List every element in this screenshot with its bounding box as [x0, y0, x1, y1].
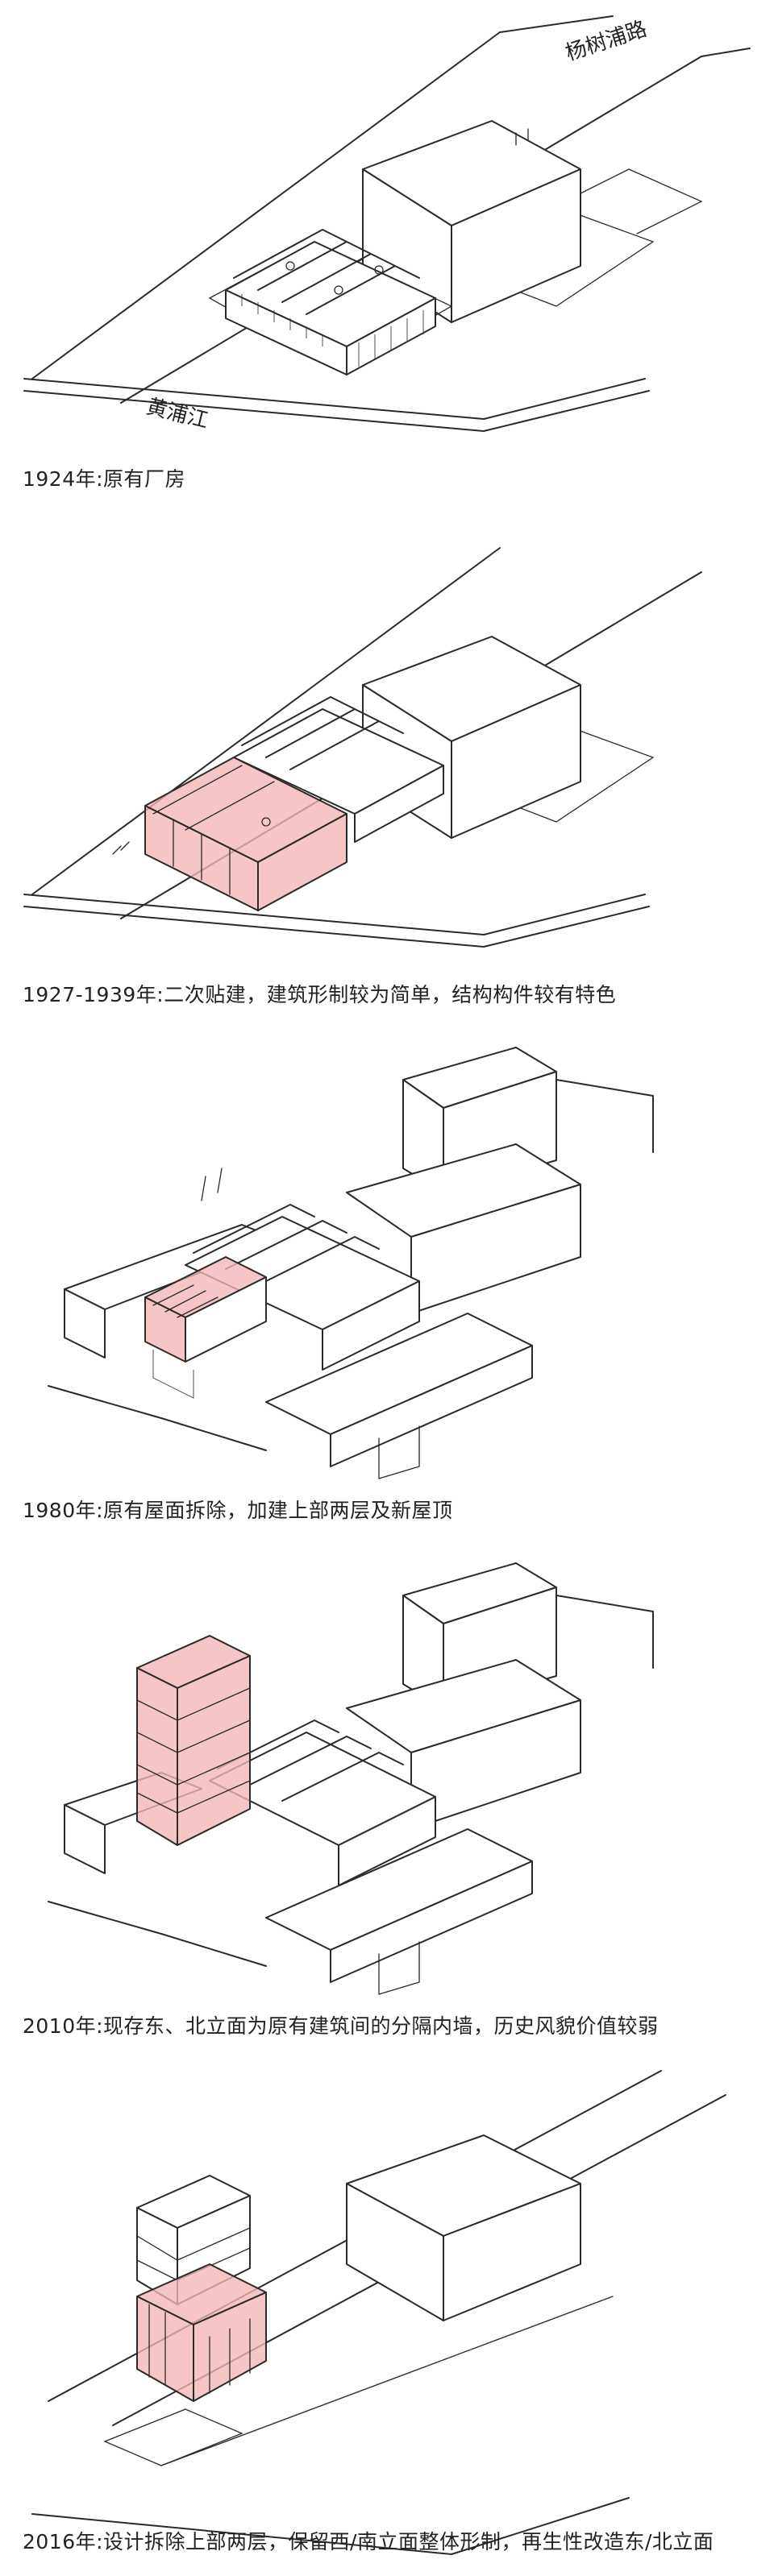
stage-1927-sketch — [23, 547, 702, 948]
stage-2010-sketch — [48, 1562, 654, 1995]
stage-2016-panel: 2016年:设计拆除上部两层，保留西/南立面整体形制，再生性改造东/北立面 — [0, 2063, 774, 2576]
stage-2010-panel: 2010年:现存东、北立面为原有建筑间的分隔内墙，历史风貌价值较弱 — [0, 1547, 774, 2063]
stage-caption: 1980年:原有屋面拆除，加建上部两层及新屋顶 — [23, 1499, 453, 1522]
road-label-huangpu: 黄浦江 — [144, 395, 210, 433]
stage-1927-panel: 1927-1939年:二次贴建，建筑形制较为简单，结构构件较有特色 — [0, 516, 774, 1031]
stage-1924-sketch: 杨树浦路 黄浦江 — [23, 15, 751, 433]
stage-caption: 2016年:设计拆除上部两层，保留西/南立面整体形制，再生性改造东/北立面 — [23, 2530, 714, 2553]
stage-caption: 2010年:现存东、北立面为原有建筑间的分隔内墙，历史风貌价值较弱 — [23, 2014, 659, 2038]
stage-caption: 1924年:原有厂房 — [23, 467, 186, 491]
stage-1980-panel: 1980年:原有屋面拆除，加建上部两层及新屋顶 — [0, 1031, 774, 1547]
road-label-yangshupu: 杨树浦路 — [563, 17, 650, 66]
stage-1924-panel: 杨树浦路 黄浦江 1924年:原有厂房 — [0, 0, 774, 516]
stage-caption: 1927-1939年:二次贴建，建筑形制较为简单，结构构件较有特色 — [23, 983, 617, 1006]
stage-1980-sketch — [48, 1047, 654, 1479]
stage-2016-sketch — [31, 2070, 726, 2555]
